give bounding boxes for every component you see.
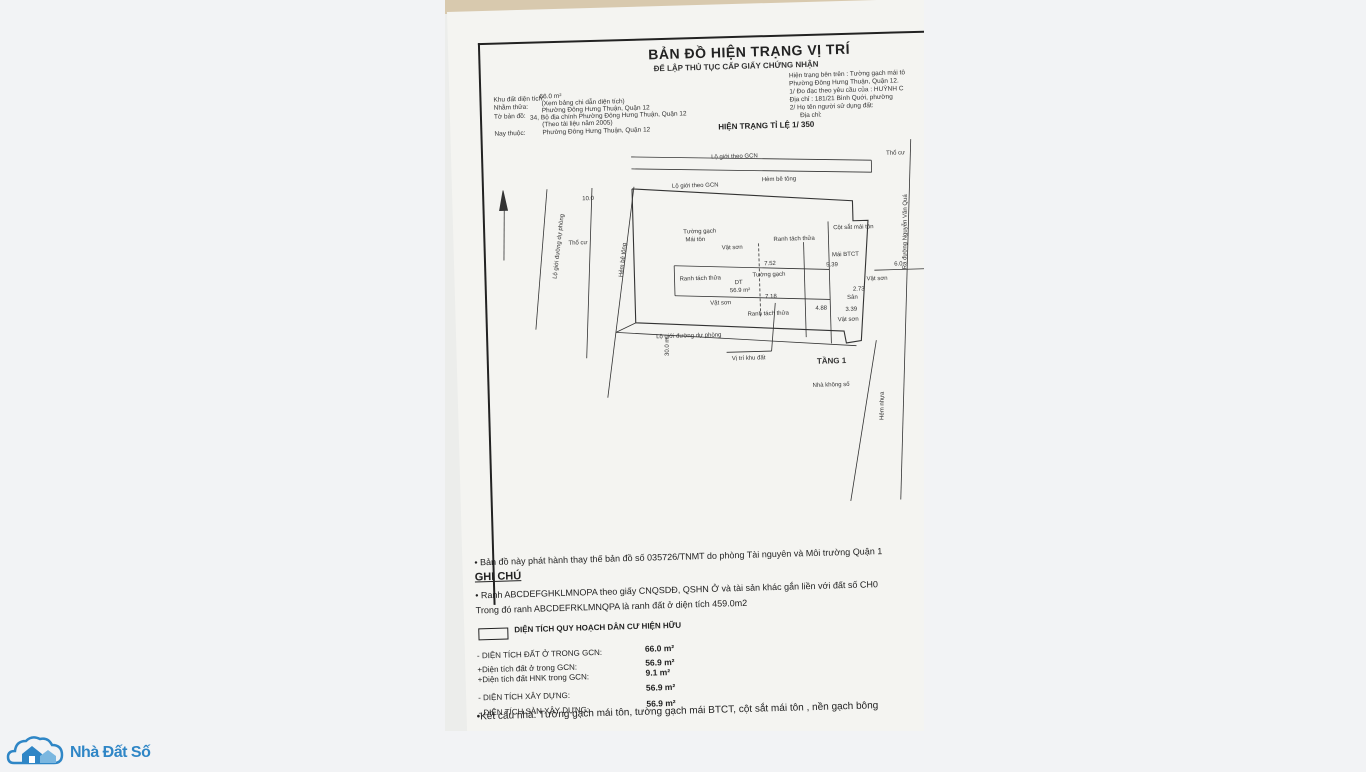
plan-dim-30: 30.0 m [665,338,671,356]
legend-swatch [478,628,508,641]
area-row-value: 56.9 m² [646,682,676,693]
area-row-value: 66.0 m² [645,643,675,654]
plan-label-vat-son-2: Vật sơn [710,300,731,307]
plan-label-tang-1: TẦNG 1 [817,355,847,366]
plan-dim-539: 5.39 [826,262,839,268]
nhan-thua-label: Nhằm thửa: [494,104,529,112]
ghi-chu-heading: GHI CHÚ [475,570,522,583]
plan-label-vat-son-3: Vật sơn [838,317,859,324]
plan-dim-10: 10.0 [582,196,595,202]
plan-dim-718: 7.18 [765,294,778,300]
document-photo: BẢN ĐỒ HIỆN TRẠNG VỊ TRÍ ĐỂ LẬP THỦ TỤC … [445,0,924,731]
plan-dim-273: 2.73 [853,286,866,292]
plan-label-le-gioi-gcn: Lộ giới theo GCN [711,153,758,160]
house-cloud-icon [6,733,66,772]
to-ban-do-label: Tờ bản đồ: [494,113,526,121]
area-row-label: - DIỆN TÍCH ĐẤT Ở TRONG GCN: [477,648,602,660]
area-row-label: - DIỆN TÍCH XÂY DỰNG: [478,691,570,703]
right-info-line6: Địa chỉ: [800,112,822,120]
plan-label-vat-son-4: Vật sơn [867,276,888,283]
plan-label-hem-nhua: Hẻm nhựa [880,391,886,420]
plan-label-tuong-gach-2: Tường gạch [752,272,785,279]
plan-label-vat-son-1: Vật sơn [722,245,743,252]
plan-label-tho-cu-left: Thổ cư [568,239,587,247]
plan-label-tuong-gach: Tường gạch [683,229,716,236]
plan-dim-339: 3.39 [845,307,858,313]
plan-label-ranh-tach-thua-3: Ranh tách thửa [747,310,789,318]
plan-label-le-gioi-du-phong-left: Lộ giới đường dự phòng [553,214,566,280]
plan-label-ranh-tach-thua-1: Ranh tách thửa [773,235,815,243]
structure-note: •Kết cấu nhà: Tường gạch mái tôn, tường … [477,700,879,722]
survey-sheet: BẢN ĐỒ HIỆN TRẠNG VỊ TRÍ ĐỂ LẬP THỦ TỤC … [447,0,924,731]
plan-label-mai-ton: Mái tôn [685,237,705,244]
plan-label-dt-value: 56.9 m² [730,288,751,295]
plan-label-vi-tri-khu-dat: Vị trí khu đất [732,355,766,362]
plan-label-cot-sat: Cột sắt mái tôn [833,223,874,231]
site-plan-drawing: Lộ giới theo GCN Hẻm bê tông Lộ giới the… [470,118,924,531]
site-watermark[interactable]: Nhà Đất Số [6,733,150,772]
plan-dim-752: 7.52 [764,261,777,267]
plan-label-tho-cu-right: Thổ cư [886,149,905,157]
area-row-label: +Diện tích đất HNK trong GCN: [478,672,590,684]
plan-label-dt: DT [735,280,743,286]
plan-dim-488: 4.88 [815,305,828,311]
area-row-value: 9.1 m² [645,667,670,678]
plan-label-nguyen-van-qua: Ra đường Nguyễn Văn Quá [901,194,909,270]
khu-dat-label: Khu đất diện tích: [493,95,544,103]
plan-label-hem-be-tong: Hẻm bê tông [762,176,797,183]
plan-label-nha-khong-so: Nhà không số [812,382,850,389]
plan-label-ranh-tach-thua-2: Ranh tách thửa [679,274,721,282]
plan-label-mai-btct: Mái BTCT [832,252,859,259]
plan-label-hem-be-tong-left: Hẻm bê tông [618,243,628,278]
plan-label-le-gioi-gcn-2: Lộ giới theo GCN [672,182,719,189]
legend-label: DIỆN TÍCH QUY HOẠCH DÂN CƯ HIỆN HỮU [514,621,681,635]
watermark-text: Nhà Đất Số [70,744,150,762]
plan-label-san: Sân [847,295,858,301]
